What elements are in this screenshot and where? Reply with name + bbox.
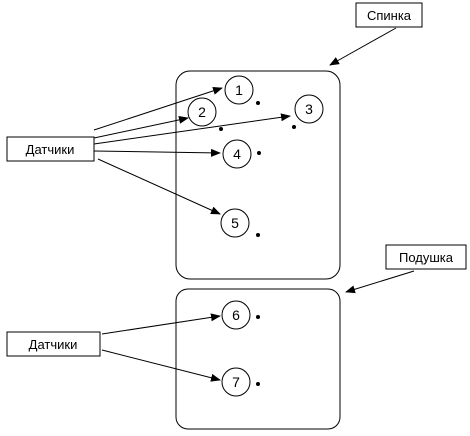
sensor-7-point [256, 382, 260, 386]
sensors-bottom-label-box [6, 331, 101, 357]
back-label-box [355, 2, 423, 28]
sensor-4-number: 4 [233, 146, 241, 162]
sensor-2-point [219, 127, 223, 131]
cushion-pointer-arrow [345, 270, 415, 294]
sensors-top-label-box [6, 136, 95, 162]
arrow-to-sensor-7 [101, 349, 221, 382]
arrow-to-sensor-5 [97, 158, 221, 215]
sensors-top-label: Датчики [26, 142, 75, 157]
sensor-1-point [256, 101, 260, 105]
arrow-to-sensor-1 [93, 87, 223, 131]
arrow-to-sensor-4 [93, 148, 221, 157]
back-pointer-arrow [329, 27, 397, 66]
sensor-4: 4 [222, 139, 261, 169]
cushion-label-box [385, 244, 467, 270]
sensor-2: 2 [187, 97, 223, 131]
back-panel [175, 70, 341, 280]
cushion-panel [175, 288, 341, 430]
sensor-7: 7 [221, 367, 260, 397]
sensor-3-number: 3 [305, 101, 313, 117]
sensor-3-point [292, 125, 296, 129]
sensor-6-point [256, 315, 260, 319]
sensor-1: 1 [224, 75, 260, 105]
sensor-6-number: 6 [232, 307, 240, 323]
sensor-7-number: 7 [232, 374, 240, 390]
sensor-5-point [256, 233, 260, 237]
sensor-2-number: 2 [198, 104, 206, 120]
sensor-5-number: 5 [231, 215, 239, 231]
sensor-4-point [257, 151, 261, 155]
cushion-label: Подушка [399, 250, 454, 265]
arrow-to-sensor-3 [93, 113, 291, 145]
sensor-1-number: 1 [235, 82, 243, 98]
sensor-6: 6 [221, 300, 260, 330]
arrow-to-sensor-6 [101, 313, 221, 335]
back-label: Спинка [367, 8, 412, 23]
arrow-to-sensor-2 [93, 115, 189, 139]
sensor-3: 3 [292, 94, 324, 129]
sensor-5: 5 [220, 208, 260, 238]
sensors-bottom-label: Датчики [29, 337, 78, 352]
